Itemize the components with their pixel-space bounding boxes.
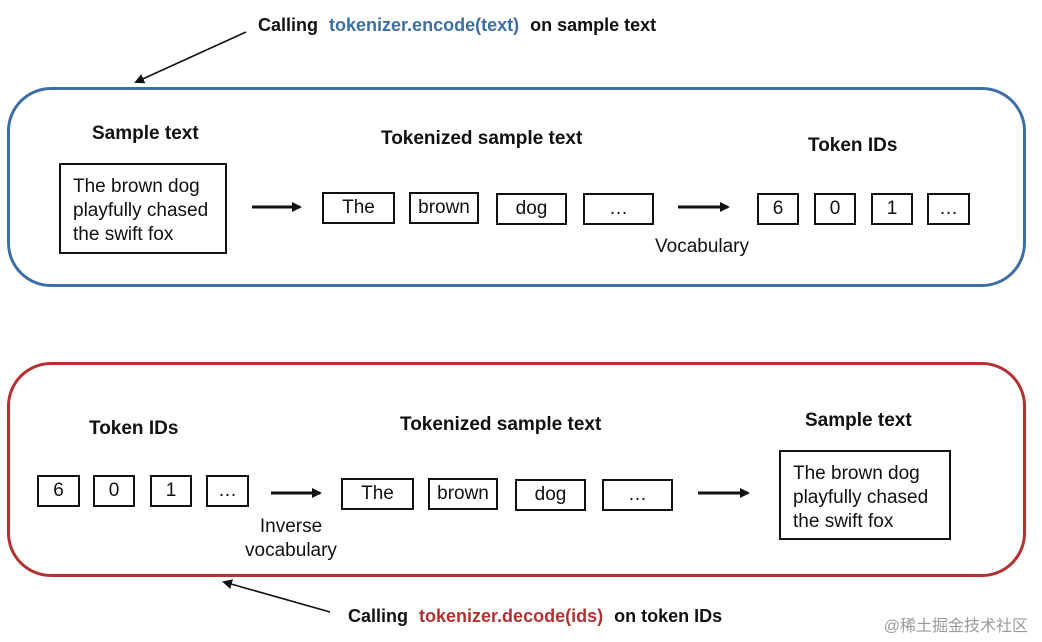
decode-callout-suffix: on token IDs [614,606,723,626]
decode-callout: Calling tokenizer.decode(ids) on token I… [348,606,722,627]
decode-token-box: brown [428,478,498,510]
decode-sample-textbox: The brown dog playfully chased the swift… [779,450,951,540]
decode-id-box: 1 [150,475,192,507]
decode-id-box: … [206,475,249,507]
encode-sample-line: The brown dog [73,176,200,197]
decode-sample-heading: Sample text [805,410,912,431]
decode-tokenized-heading: Tokenized sample text [400,414,602,435]
decode-token-box: dog [515,479,586,511]
encode-sample-heading: Sample text [92,123,199,144]
decode-panel [7,362,1026,577]
decode-id-box: 6 [37,475,80,507]
watermark: @稀土掘金技术社区 [883,618,1028,635]
encode-token-box: dog [496,193,567,225]
encode-token-box: The [322,192,395,224]
decode-vocab-label-line: vocabulary [245,540,337,561]
encode-callout: Calling tokenizer.encode(text) on sample… [258,15,656,36]
decode-sample-line: playfully chased [793,487,929,508]
encode-ids-heading: Token IDs [808,135,898,156]
decode-vocab-label-line: Inverse [259,516,323,537]
encode-id-box: … [927,193,970,225]
encode-token-box: … [583,193,654,225]
encode-callout-prefix: Calling [258,15,319,35]
decode-sample-line: The brown dog [793,463,920,484]
encode-id-box: 6 [757,193,799,225]
decode-callout-prefix: Calling [348,606,409,626]
encode-callout-suffix: on sample text [530,15,657,35]
encode-callout-pointer [134,31,247,84]
decode-sample-line: the swift fox [793,511,894,532]
decode-token-box: The [341,478,414,510]
encode-tokenized-heading: Tokenized sample text [381,128,583,149]
encode-panel [7,87,1026,287]
encode-callout-code: tokenizer.encode(text) [329,15,520,35]
decode-id-box: 0 [93,475,135,507]
decode-ids-heading: Token IDs [89,418,179,439]
encode-vocab-label: Vocabulary [655,236,750,257]
encode-sample-line: playfully chased [73,200,209,221]
decode-token-box: … [602,479,673,511]
encode-sample-textbox: The brown dog playfully chased the swift… [59,163,227,254]
decode-callout-pointer [222,579,331,613]
encode-id-box: 0 [814,193,856,225]
encode-id-box: 1 [871,193,913,225]
encode-sample-line: the swift fox [73,224,174,245]
encode-token-box: brown [409,192,479,224]
decode-vocab-label: Inverse vocabulary [241,515,341,563]
decode-callout-code: tokenizer.decode(ids) [419,606,604,626]
